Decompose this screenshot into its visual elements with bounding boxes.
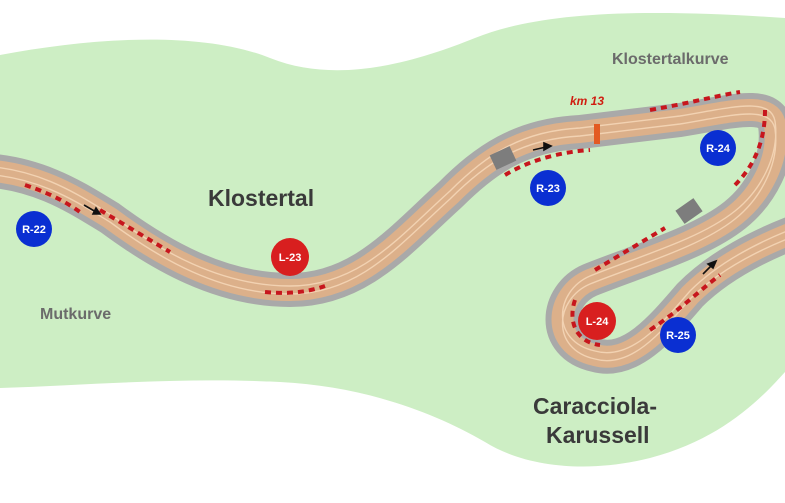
- direction-arrow-icon: [83, 204, 102, 215]
- kerb: [570, 299, 601, 347]
- svg-text:L-23: L-23: [279, 252, 302, 264]
- corner-marker-r25: R-25: [660, 317, 696, 353]
- track-gate: [489, 146, 517, 170]
- region-label-klostertalkurve: Klostertalkurve: [612, 51, 729, 68]
- kerb: [503, 148, 591, 177]
- corner-marker-r23: R-23: [530, 170, 566, 206]
- region-label-klostertal: Klostertal: [208, 185, 314, 211]
- region-label-mutkurve: Mutkurve: [40, 306, 111, 323]
- region-label-karussell-line2: Karussell: [546, 422, 650, 448]
- kerb: [264, 284, 326, 295]
- svg-text:R-24: R-24: [706, 143, 731, 155]
- kerbs: [24, 90, 767, 347]
- kerb: [24, 183, 82, 214]
- km-marker-bar: [594, 124, 600, 144]
- corner-marker-l24: L-24: [578, 302, 616, 340]
- region-label-karussell-line1: Caracciola-: [533, 393, 657, 419]
- corner-marker-r22: R-22: [16, 211, 52, 247]
- svg-text:R-25: R-25: [666, 330, 690, 342]
- kerb: [648, 273, 722, 332]
- track-gate: [675, 198, 703, 224]
- corner-marker-r24: R-24: [700, 130, 736, 166]
- km-label: km 13: [570, 94, 604, 108]
- svg-text:R-23: R-23: [536, 183, 560, 195]
- svg-text:L-24: L-24: [586, 316, 610, 328]
- kerb: [649, 90, 741, 112]
- svg-text:R-22: R-22: [22, 224, 46, 236]
- corner-marker-l23: L-23: [271, 238, 309, 276]
- direction-arrow-icon: [702, 259, 718, 275]
- direction-arrow-icon: [532, 141, 553, 152]
